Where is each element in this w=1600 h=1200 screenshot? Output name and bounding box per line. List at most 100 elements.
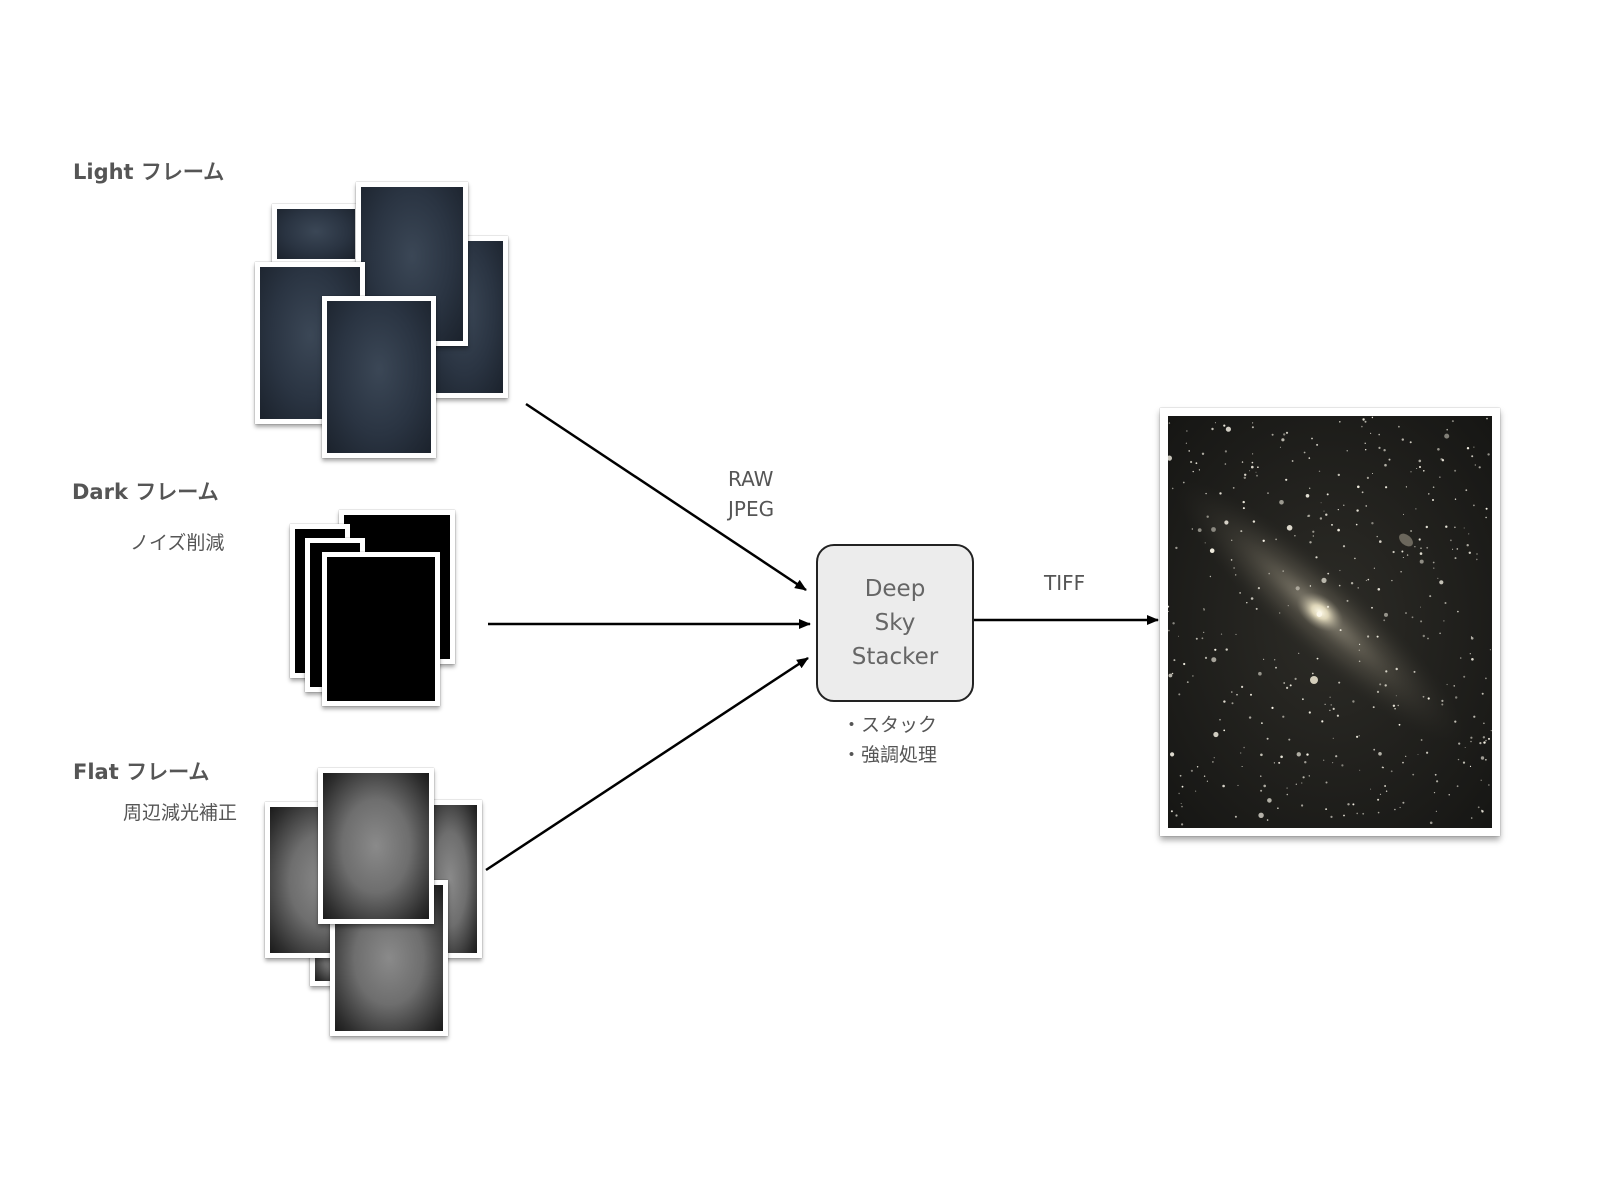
- star: [1377, 811, 1380, 814]
- star: [1320, 502, 1322, 504]
- star: [1405, 486, 1407, 488]
- flat-frame-title: Flat フレーム: [73, 760, 210, 784]
- star: [1260, 789, 1263, 792]
- star: [1214, 422, 1216, 424]
- star: [1305, 494, 1310, 498]
- star: [1211, 657, 1217, 663]
- star: [1201, 452, 1205, 455]
- star: [1323, 510, 1325, 512]
- star: [1277, 807, 1279, 809]
- star: [1286, 787, 1288, 789]
- star: [1332, 707, 1335, 710]
- star: [1367, 578, 1370, 581]
- star: [1279, 612, 1281, 614]
- star: [1433, 792, 1436, 794]
- star: [1242, 500, 1245, 504]
- star: [1420, 547, 1422, 549]
- star: [1332, 762, 1334, 764]
- star: [1454, 498, 1457, 500]
- star: [1358, 660, 1361, 663]
- light-frame-photo: [272, 204, 360, 264]
- star: [1170, 810, 1173, 813]
- star: [1286, 793, 1289, 796]
- star: [1403, 513, 1404, 515]
- star: [1252, 453, 1254, 455]
- processor-name: Deep Sky Stacker: [852, 572, 938, 674]
- input-format: RAW: [728, 467, 774, 491]
- star: [1466, 447, 1470, 450]
- star: [1388, 458, 1391, 461]
- star: [1441, 703, 1444, 706]
- star: [1485, 739, 1487, 742]
- star: [1252, 422, 1254, 424]
- star: [1410, 530, 1413, 532]
- star: [1483, 722, 1485, 725]
- star: [1271, 706, 1274, 709]
- star: [1439, 580, 1444, 585]
- star: [1211, 527, 1216, 532]
- star: [1468, 551, 1471, 554]
- star: [1330, 815, 1333, 818]
- star: [1454, 720, 1457, 723]
- star: [1457, 610, 1459, 613]
- star: [1377, 798, 1380, 801]
- star: [1178, 792, 1180, 795]
- star: [1357, 485, 1360, 489]
- star: [1391, 579, 1393, 582]
- star: [1400, 571, 1402, 573]
- star: [1399, 806, 1401, 809]
- star: [1211, 427, 1214, 431]
- star: [1362, 418, 1365, 421]
- dark-frame-note: ノイズ削減: [130, 532, 225, 554]
- star: [1409, 441, 1412, 444]
- star: [1411, 616, 1414, 619]
- star: [1255, 607, 1258, 610]
- star: [1251, 465, 1254, 469]
- star: [1456, 548, 1459, 550]
- star: [1406, 554, 1409, 556]
- star: [1286, 525, 1293, 531]
- star: [1422, 695, 1425, 698]
- star: [1469, 653, 1471, 655]
- star: [1338, 584, 1341, 587]
- star: [1287, 605, 1289, 607]
- star: [1425, 525, 1428, 529]
- star: [1234, 815, 1237, 818]
- star: [1339, 421, 1341, 423]
- star: [1243, 476, 1246, 479]
- star: [1312, 535, 1314, 537]
- star: [1463, 527, 1465, 529]
- star: [1379, 540, 1382, 543]
- star: [1260, 775, 1262, 777]
- star: [1379, 793, 1382, 795]
- processor-name-line: Stacker: [851, 644, 939, 670]
- star: [1291, 460, 1294, 462]
- star: [1325, 513, 1328, 516]
- star: [1398, 723, 1401, 726]
- star: [1309, 541, 1312, 544]
- input-formats: RAW JPEG: [728, 464, 774, 524]
- star: [1470, 637, 1474, 640]
- star: [1267, 798, 1272, 803]
- flat-frame-note: 周辺減光補正: [123, 802, 238, 824]
- star: [1448, 794, 1450, 796]
- star: [1433, 567, 1435, 569]
- star: [1257, 466, 1259, 468]
- star: [1441, 459, 1445, 462]
- star: [1233, 567, 1235, 569]
- star: [1471, 455, 1474, 458]
- star: [1192, 675, 1194, 677]
- star: [1427, 697, 1430, 700]
- star: [1295, 586, 1300, 591]
- star: [1437, 448, 1440, 451]
- star: [1401, 438, 1404, 441]
- star: [1239, 592, 1241, 594]
- star: [1383, 619, 1386, 622]
- star: [1303, 451, 1306, 454]
- input-format: JPEG: [728, 497, 775, 521]
- star: [1410, 471, 1412, 473]
- star: [1178, 693, 1181, 696]
- star: [1473, 446, 1475, 448]
- star: [1337, 473, 1340, 477]
- star: [1249, 470, 1251, 472]
